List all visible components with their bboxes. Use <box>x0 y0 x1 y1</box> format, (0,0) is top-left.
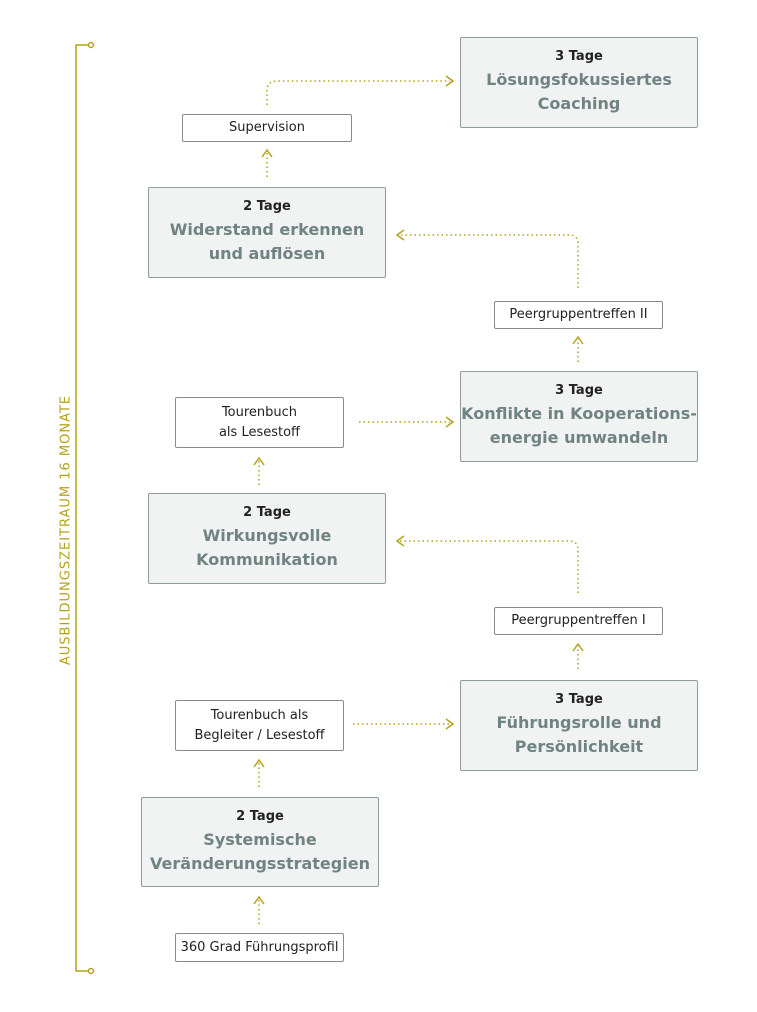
module-widerstand-erkennen: 2 Tage Widerstand erkennen und auflösen <box>148 187 386 278</box>
note-peergruppentreffen-2: Peergruppentreffen II <box>494 301 663 329</box>
timeline-label: AUSBILDUNGSZEITRAUM 16 MONATE <box>58 394 74 666</box>
note-tourenbuch-lesestoff: Tourenbuch als Lesestoff <box>175 397 344 448</box>
module-days: 3 Tage <box>555 49 603 64</box>
arrowhead <box>253 895 265 905</box>
arrowhead <box>572 335 584 345</box>
module-title: Widerstand erkennen und auflösen <box>169 220 365 263</box>
note-text: Peergruppentreffen II <box>509 307 648 322</box>
arrowhead <box>395 229 405 241</box>
arrowhead <box>253 456 265 466</box>
module-days: 2 Tage <box>236 808 284 824</box>
module-title: Konflikte in Kooperations- energie umwan… <box>461 404 697 447</box>
note-text: Tourenbuch als Begleiter / Lesestoff <box>194 707 325 743</box>
arrow-peer1-to-wirkungsvolle <box>400 540 579 593</box>
module-fuehrungsrolle-und-persoenlichkeit: 3 Tage Führungsrolle und Persönlichkeit <box>460 680 698 771</box>
module-title: Führungsrolle und Persönlichkeit <box>496 713 662 756</box>
note-supervision: Supervision <box>182 114 352 142</box>
module-title: Systemische Veränderungsstrategien <box>150 829 370 873</box>
timeline-bracket <box>75 44 90 972</box>
arrowhead <box>395 535 405 547</box>
note-tourenbuch-begleiter: Tourenbuch als Begleiter / Lesestoff <box>175 700 344 751</box>
module-wirkungsvolle-kommunikation: 2 Tage Wirkungsvolle Kommunikation <box>148 493 386 584</box>
module-days: 2 Tage <box>243 505 291 520</box>
arrowhead <box>445 75 455 87</box>
note-text: Peergruppentreffen I <box>511 613 646 628</box>
arrowhead <box>572 642 584 652</box>
note-360-grad-fuehrungsprofil: 360 Grad Führungsprofil <box>175 933 344 962</box>
timeline-bracket-top-dot <box>87 41 95 49</box>
module-title: Lösungsfokussiertes Coaching <box>486 70 672 113</box>
note-peergruppentreffen-1: Peergruppentreffen I <box>494 607 663 635</box>
module-days: 3 Tage <box>555 383 603 398</box>
module-days: 3 Tage <box>555 692 603 707</box>
module-konflikte-in-kooperationsenergie: 3 Tage Konflikte in Kooperations- energi… <box>460 371 698 462</box>
timeline-bracket-bottom-dot <box>87 967 95 975</box>
arrowhead <box>445 718 455 730</box>
module-systemische-veraenderungsstrategien: 2 Tage Systemische Veränderungsstrategie… <box>141 797 379 887</box>
arrowhead <box>445 416 455 428</box>
arrowhead <box>253 758 265 768</box>
note-text: Supervision <box>229 120 305 135</box>
note-text: Tourenbuch als Lesestoff <box>218 404 301 440</box>
module-loesungsfokussiertes-coaching: 3 Tage Lösungsfokussiertes Coaching <box>460 37 698 128</box>
note-text: 360 Grad Führungsprofil <box>180 939 339 955</box>
module-title: Wirkungsvolle Kommunikation <box>196 526 338 569</box>
arrow-peer2-to-widerstand <box>400 234 579 288</box>
arrowhead <box>261 148 273 158</box>
module-days: 2 Tage <box>243 199 291 214</box>
arrow-supervision-to-coaching <box>266 80 450 105</box>
